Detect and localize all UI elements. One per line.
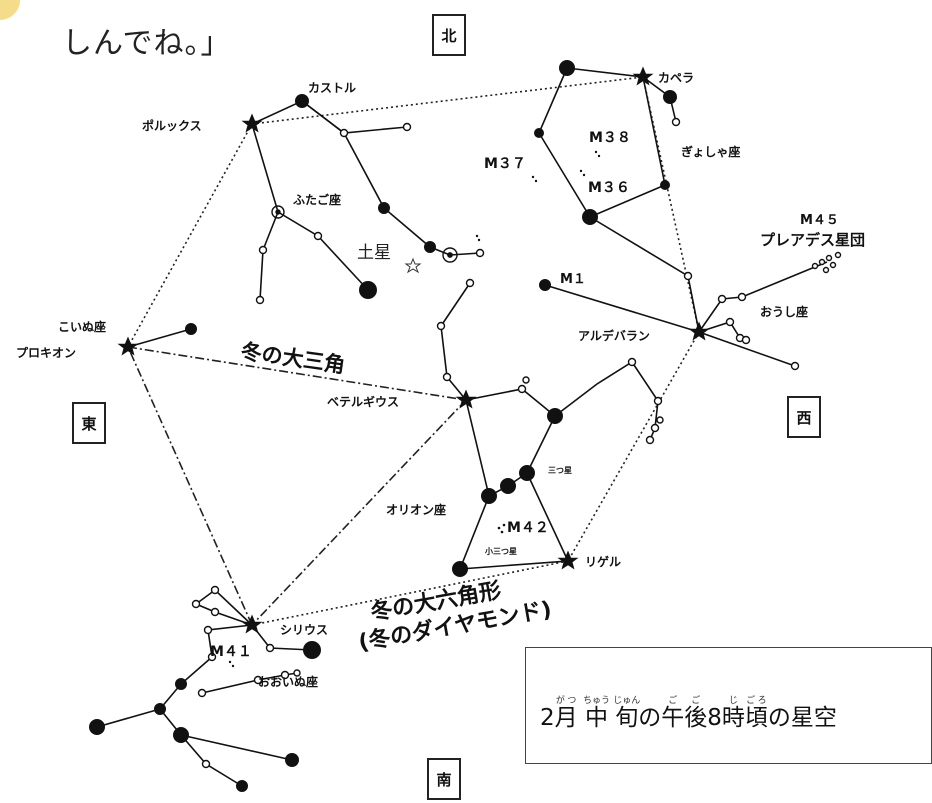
label-small-three-stars: 小三つ星 bbox=[484, 546, 517, 556]
filled-stars bbox=[89, 60, 677, 792]
caption-text: 2月がつ 中ちゅう 旬じゅんの午ご後ご8時じ頃ごろの星空 bbox=[540, 696, 837, 731]
label-orion: オリオン座 bbox=[386, 502, 446, 517]
intro-text: しんでね。」 bbox=[62, 26, 232, 61]
open-stars bbox=[191, 117, 842, 769]
caption-box: 2月がつ 中ちゅう 旬じゅんの午ご後ご8時じ頃ごろの星空 bbox=[525, 647, 932, 764]
label-m37: M３７ bbox=[484, 156, 526, 172]
label-taurus: おうし座 bbox=[760, 304, 808, 319]
label-three-stars: 三つ星 bbox=[548, 465, 572, 475]
label-canis-minor: こいぬ座 bbox=[58, 319, 106, 334]
winter-triangle-lines bbox=[127, 346, 467, 626]
label-pollux: ポルックス bbox=[142, 118, 202, 133]
label-procyon: プロキオン bbox=[16, 345, 76, 360]
label-pleiades: プレアデス星団 bbox=[760, 231, 865, 249]
label-aldebaran: アルデバラン bbox=[578, 328, 650, 343]
label-sirius: シリウス bbox=[280, 623, 328, 637]
label-saturn: 土星 bbox=[357, 243, 391, 263]
bright-stars bbox=[117, 66, 710, 634]
label-capella: カペラ bbox=[658, 71, 694, 85]
label-gemini: ふたご座 bbox=[293, 192, 341, 207]
double-stars bbox=[271, 205, 458, 263]
direction-south: 南 bbox=[427, 758, 461, 800]
label-auriga: ぎょしゃ座 bbox=[681, 144, 740, 159]
saturn-star-icon bbox=[404, 257, 422, 274]
label-m42: M４２ bbox=[507, 520, 549, 536]
label-m38: M３８ bbox=[589, 130, 631, 146]
cluster-dots bbox=[228, 150, 601, 668]
label-m45: M４５ bbox=[800, 213, 839, 228]
winter-hexagon-lines bbox=[127, 76, 700, 626]
label-m36: M３６ bbox=[588, 180, 630, 196]
label-betelgeuse: ベテルギウス bbox=[327, 394, 399, 409]
label-castor: カストル bbox=[308, 81, 356, 95]
label-m1: M１ bbox=[560, 272, 586, 287]
label-winter-triangle: 冬の大三角 bbox=[239, 339, 346, 377]
label-m41: M４１ bbox=[210, 644, 252, 660]
direction-west: 西 bbox=[787, 396, 821, 438]
label-rigel: リゲル bbox=[585, 554, 621, 569]
label-canis-major: おおいぬ座 bbox=[258, 674, 318, 689]
direction-east: 東 bbox=[72, 402, 106, 444]
direction-north: 北 bbox=[432, 14, 466, 56]
